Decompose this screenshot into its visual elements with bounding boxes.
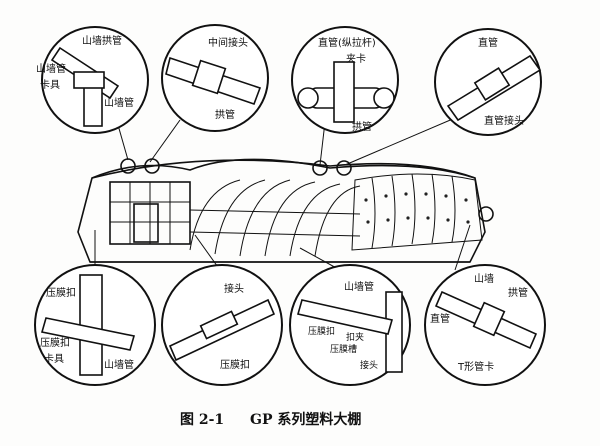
detail-gable-arch-clamp: 山墙拱管 山墙管 卡具 山墙管 bbox=[36, 26, 149, 134]
label-gable-arch: 山墙拱管 bbox=[82, 34, 122, 47]
figure-title: GP 系列塑料大棚 bbox=[250, 411, 361, 428]
label-purlin: 直管(纵拉杆) bbox=[318, 36, 376, 49]
label-clip: 夹卡 bbox=[346, 52, 366, 65]
label-straight-pipe-2: 直管 bbox=[430, 312, 450, 325]
label-film-clip-3: 压膜扣 bbox=[220, 358, 250, 371]
label-middle-joint: 中间接头 bbox=[208, 36, 248, 49]
label-clamp: 卡具 bbox=[40, 78, 60, 91]
label-connector: 接头 bbox=[224, 282, 244, 295]
label-straight-joint: 直管接头 bbox=[484, 114, 524, 127]
figure-number: 图 2-1 bbox=[180, 412, 224, 428]
detail-purlin-clamp: 直管(纵拉杆) 夹卡 拱管 bbox=[291, 26, 399, 134]
label-gable-pipe-2: 山墙管 bbox=[104, 96, 134, 109]
film-covered-section bbox=[351, 173, 483, 251]
label-gable-pipe-4: 山墙管 bbox=[344, 280, 374, 293]
label-gable-pipe-3: 山墙管 bbox=[104, 358, 134, 371]
label-arch-pipe-2: 拱管 bbox=[352, 120, 372, 133]
detail-film-clip-base: 压膜扣 压膜扣 卡具 山墙管 bbox=[34, 264, 156, 386]
label-film-clip: 压膜扣 bbox=[46, 286, 76, 299]
detail-connector: 接头 压膜扣 bbox=[161, 264, 283, 386]
label-gable-pipe: 山墙管 bbox=[36, 62, 66, 75]
label-gable: 山墙 bbox=[474, 272, 494, 285]
label-arch-pipe: 拱管 bbox=[215, 108, 235, 121]
label-t-clamp: T形管卡 bbox=[457, 360, 494, 373]
label-connector-2: 接头 bbox=[360, 359, 378, 371]
label-film-clip-4: 压膜扣 bbox=[308, 325, 335, 337]
detail-t-clamp: 山墙 拱管 直管 T形管卡 bbox=[424, 264, 546, 386]
label-clip-2: 扣夹 bbox=[346, 331, 364, 343]
detail-middle-joint: 中间接头 拱管 bbox=[161, 24, 269, 132]
detail-straight-joint: 直管 直管接头 bbox=[434, 28, 542, 136]
greenhouse-body bbox=[77, 158, 494, 263]
label-straight-pipe: 直管 bbox=[478, 36, 498, 49]
label-arch-pipe-3: 拱管 bbox=[508, 286, 528, 299]
label-clamp-2: 卡具 bbox=[44, 352, 64, 365]
detail-gable-groove: 山墙管 压膜扣 压膜槽 扣夹 接头 bbox=[289, 264, 411, 386]
label-film-groove: 压膜槽 bbox=[330, 343, 357, 355]
leader-lines bbox=[94, 117, 471, 271]
label-film-clip-2: 压膜扣 bbox=[40, 336, 70, 349]
